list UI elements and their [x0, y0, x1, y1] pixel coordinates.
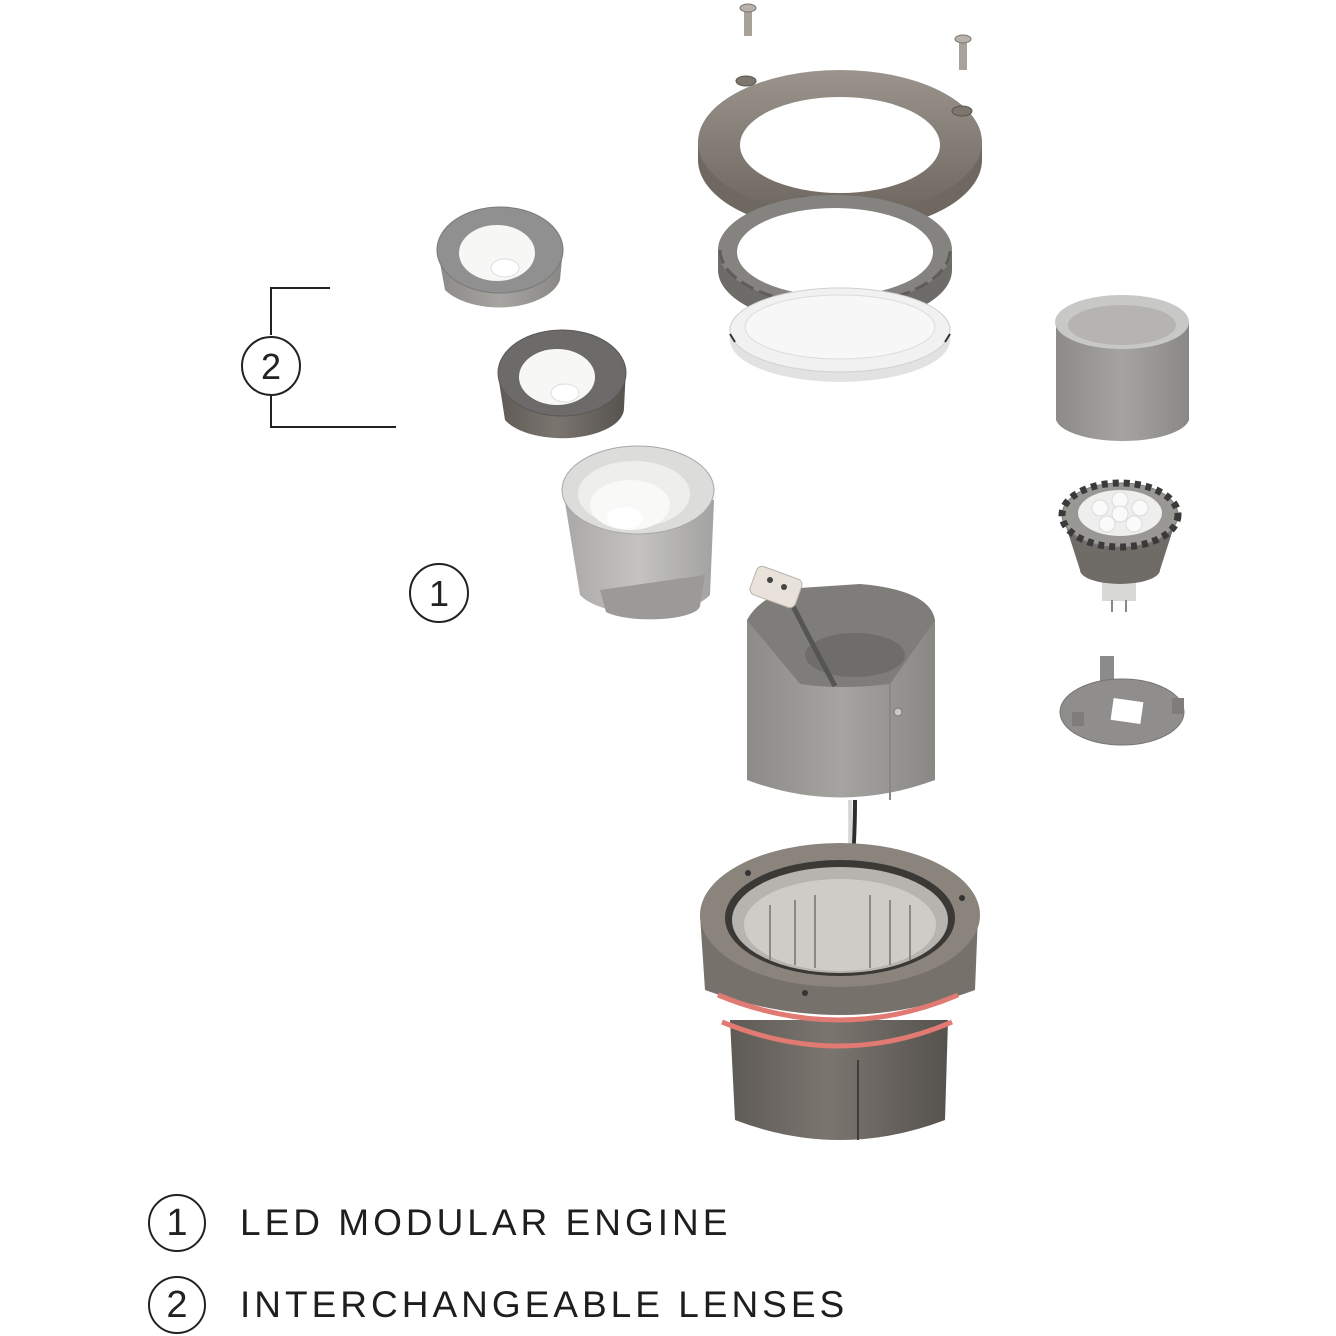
screw-icon — [739, 3, 757, 36]
socket-icon — [749, 565, 803, 609]
legend-number-1: 1 — [148, 1194, 206, 1252]
legend-number-2: 2 — [148, 1276, 206, 1334]
callout-1-number: 1 — [429, 573, 449, 614]
screw-icon — [954, 34, 972, 70]
callout-1: 1 — [409, 563, 469, 623]
interchangeable-lens — [436, 206, 564, 308]
led-modular-engine — [561, 445, 715, 620]
housing — [700, 843, 980, 1140]
legend-item-1: 1 LED MODULAR ENGINE — [148, 1194, 731, 1252]
lamp-holder — [747, 565, 935, 976]
legend-label-2: INTERCHANGEABLE LENSES — [240, 1284, 849, 1325]
glass-lens — [729, 287, 951, 382]
legend-item-2: 2 INTERCHANGEABLE LENSES — [148, 1276, 848, 1334]
locking-ring — [718, 195, 952, 325]
callout-2-bracket: 2 — [241, 287, 396, 428]
mr16-lamp — [1058, 479, 1182, 612]
reflector-sleeve — [1055, 295, 1189, 442]
lamp-clip — [1059, 656, 1185, 746]
led-cluster — [1091, 491, 1149, 533]
interchangeable-lens — [497, 329, 627, 439]
callout-2-number: 2 — [261, 346, 281, 387]
legend-label-1: LED MODULAR ENGINE — [240, 1202, 732, 1243]
